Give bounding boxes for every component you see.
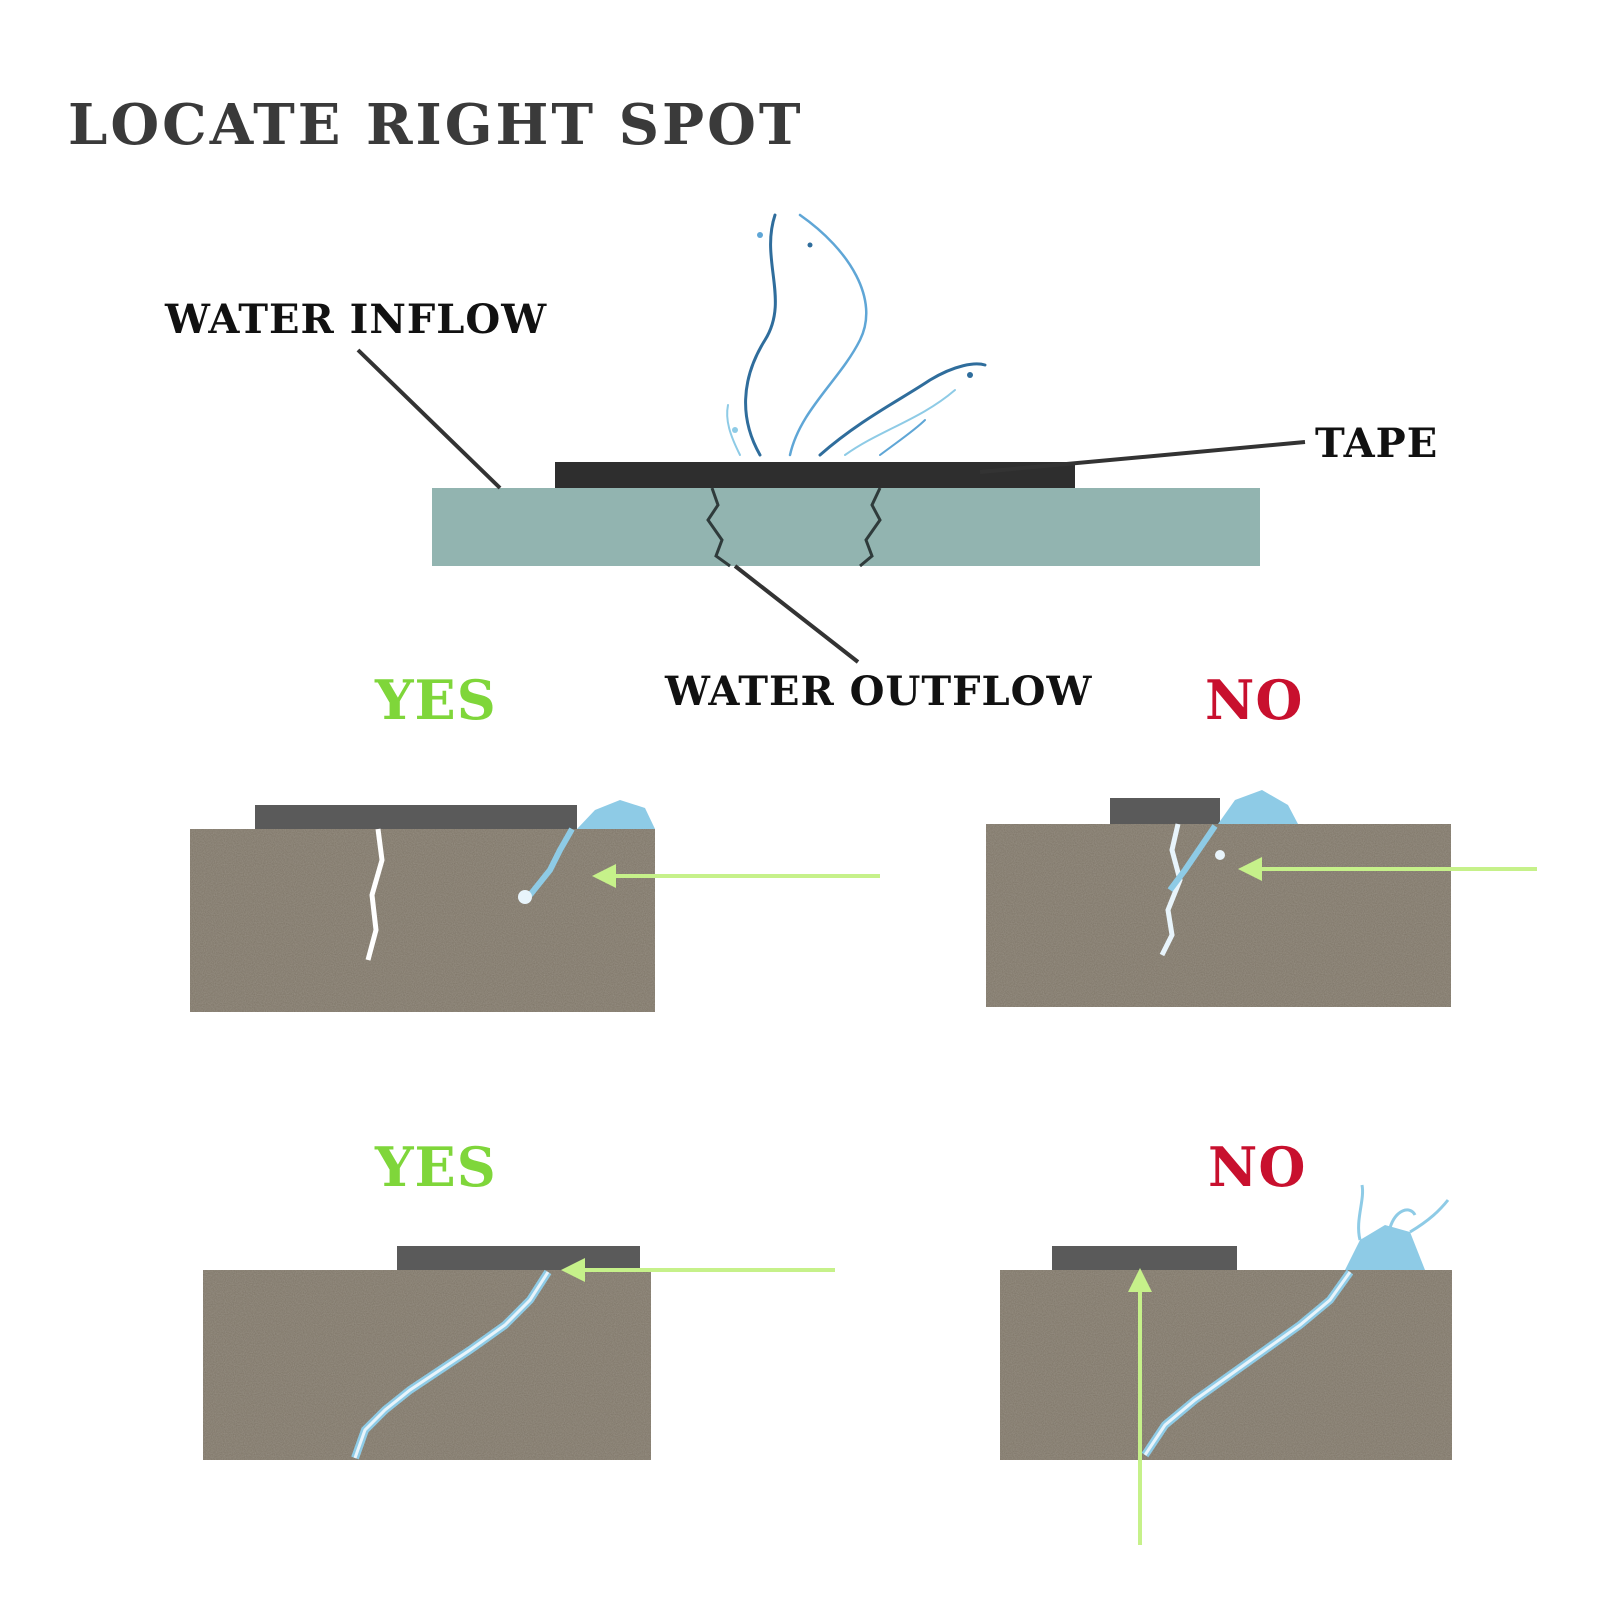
panel-1-tape (255, 805, 577, 829)
panel-2-tape (1110, 798, 1220, 824)
panel-2 (986, 790, 1537, 1007)
panel-4-surface-water (1345, 1225, 1425, 1270)
water-inflow-label: WATER INFLOW (165, 296, 548, 343)
outflow-pointer-line (733, 564, 860, 664)
panel-1-surface-water (577, 800, 655, 829)
panel-3-tape (397, 1246, 640, 1270)
tape-pointer-line (979, 440, 1306, 474)
panel-4 (1000, 1184, 1452, 1545)
tape-label: TAPE (1315, 420, 1439, 467)
panel-1-crack (365, 828, 385, 961)
panel-2-crack (1159, 823, 1183, 957)
water-outflow-label: WATER OUTFLOW (665, 668, 1093, 715)
inflow-pointer-line (356, 348, 502, 490)
panel-2-surface-water (1218, 790, 1298, 824)
water-splash (726, 213, 987, 457)
crack-line-left (706, 487, 731, 568)
panel-3 (203, 1246, 835, 1460)
verdict-label-4: NO (1208, 1135, 1307, 1199)
slab-block (432, 488, 1260, 566)
diagram-title: LOCATE RIGHT SPOT (68, 92, 804, 158)
panel-4-tape (1052, 1246, 1237, 1270)
top-cross-section (356, 213, 1306, 664)
panel-1 (190, 800, 880, 1012)
verdict-label-1: YES (375, 668, 497, 732)
crack-line-right (859, 487, 882, 568)
verdict-label-2: NO (1205, 668, 1304, 732)
tape-strip (555, 462, 1075, 488)
verdict-label-3: YES (375, 1135, 497, 1199)
